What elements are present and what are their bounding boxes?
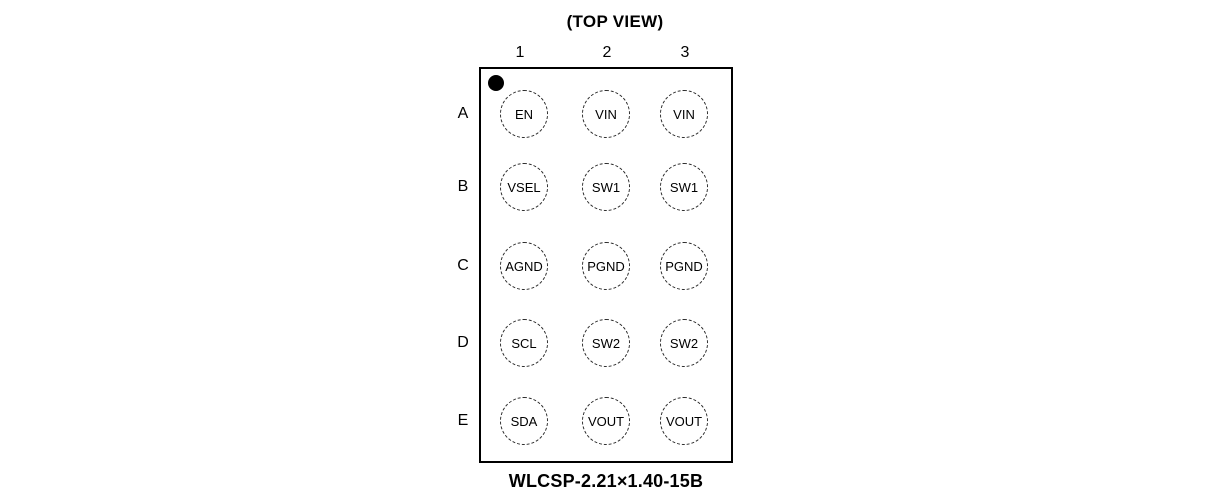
ball-c3: PGND: [660, 242, 708, 290]
row-label-a: A: [457, 105, 469, 122]
ball-e2: VOUT: [582, 397, 630, 445]
ball-c2: PGND: [582, 242, 630, 290]
ball-a3: VIN: [660, 90, 708, 138]
ball-b1: VSEL: [500, 163, 548, 211]
row-label-d: D: [457, 334, 469, 351]
row-label-e: E: [457, 412, 469, 429]
ball-a1: EN: [500, 90, 548, 138]
row-label-c: C: [457, 257, 469, 274]
ball-e3: VOUT: [660, 397, 708, 445]
column-label-2: 2: [602, 44, 612, 61]
ball-a2: VIN: [582, 90, 630, 138]
ball-d3: SW2: [660, 319, 708, 367]
column-label-1: 1: [515, 44, 525, 61]
ball-e1: SDA: [500, 397, 548, 445]
ball-b2: SW1: [582, 163, 630, 211]
row-label-b: B: [457, 178, 469, 195]
package-name-label: WLCSP-2.21×1.40-15B: [508, 471, 704, 491]
ball-d2: SW2: [582, 319, 630, 367]
ball-d1: SCL: [500, 319, 548, 367]
column-label-3: 3: [680, 44, 690, 61]
ball-c1: AGND: [500, 242, 548, 290]
pin1-marker-icon: [488, 75, 504, 91]
ball-b3: SW1: [660, 163, 708, 211]
top-view-label: (TOP VIEW): [566, 12, 664, 31]
